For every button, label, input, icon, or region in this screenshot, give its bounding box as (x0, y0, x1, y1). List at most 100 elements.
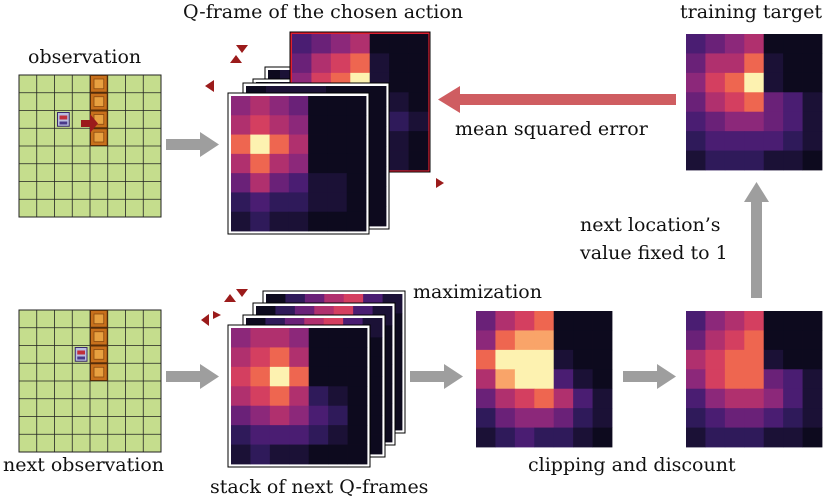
heat-cell (289, 328, 310, 348)
heat-cell (250, 425, 271, 445)
heat-cell (744, 369, 765, 390)
heat-cell (366, 186, 387, 207)
grid-worlds (18, 74, 162, 453)
heat-cell (495, 330, 516, 351)
heat-cell (288, 173, 309, 193)
heat-cell (724, 111, 745, 132)
heat-cell (346, 115, 367, 135)
heat-cell (250, 173, 270, 193)
heat-cell (495, 369, 516, 390)
heat-cell (592, 388, 613, 409)
heat-cell (802, 369, 823, 390)
next-observation-grid (18, 309, 162, 453)
heat-cell (308, 96, 328, 116)
heat-cell (514, 427, 535, 448)
heat-cell (744, 427, 765, 448)
heat-cell (389, 92, 409, 113)
action-arrows-bottom (201, 289, 248, 326)
flow-arrow-obs-to-q (166, 132, 219, 157)
heat-cell (308, 444, 329, 465)
label-training-target: training target (680, 1, 822, 23)
heat-cell (346, 134, 367, 155)
heat-cell (686, 72, 706, 93)
heat-cell (724, 34, 745, 54)
heat-cell (330, 34, 351, 54)
heat-cell (408, 150, 429, 171)
heat-cell (783, 349, 803, 370)
heat-cell (289, 405, 310, 426)
heat-cell (292, 34, 312, 54)
heat-cell (553, 427, 574, 448)
heat-cell (724, 388, 745, 409)
label-stack-next: stack of next Q-frames (210, 476, 429, 498)
heat-cell (250, 444, 271, 465)
flow-arrow-max-to-clip (623, 364, 676, 389)
heat-cell (308, 211, 328, 232)
heat-cell (783, 311, 803, 331)
heat-cell (573, 369, 593, 390)
heat-cell (802, 388, 823, 409)
heat-cell (250, 96, 270, 116)
heat-cell (288, 153, 309, 174)
heat-cell (783, 72, 803, 93)
heat-cell (269, 153, 290, 174)
clipped-heatmap (686, 311, 823, 448)
heat-cell (288, 134, 309, 155)
heat-cell (269, 211, 290, 232)
heat-cell (592, 427, 613, 448)
heat-cell (288, 211, 309, 232)
heat-cell (783, 388, 803, 409)
heat-cell (744, 92, 765, 113)
heat-cell (250, 115, 270, 135)
heat-cell (346, 211, 367, 232)
heat-cell (269, 328, 290, 348)
flow-arrow-nextobs-to-stack (166, 364, 219, 389)
heat-cell (231, 115, 251, 135)
heat-cell (724, 150, 745, 171)
heat-cell (347, 405, 368, 426)
maximization-heatmap (476, 311, 613, 448)
heat-cell (408, 53, 429, 74)
heat-cell (514, 388, 535, 409)
heat-cell (350, 34, 371, 54)
heat-cell (783, 34, 803, 54)
heat-cell (686, 150, 706, 171)
heat-cell (231, 173, 251, 193)
heat-cell (495, 408, 516, 428)
heat-cell (705, 53, 726, 74)
heat-cell (763, 150, 784, 171)
heat-cell (346, 173, 367, 193)
heat-cell (705, 150, 726, 171)
heat-cell (269, 366, 290, 387)
heat-cell (308, 405, 329, 426)
heat-cell (686, 34, 706, 54)
heat-cell (311, 53, 332, 74)
label-next-observation: next observation (3, 454, 164, 476)
heat-cell (783, 111, 803, 132)
observation-grid (18, 74, 162, 218)
heat-cell (495, 427, 516, 448)
heat-cell (328, 366, 348, 387)
heatmaps (227, 31, 823, 468)
heat-cell (553, 408, 574, 428)
heat-cell (289, 425, 310, 445)
heat-cell (369, 53, 390, 74)
heat-cell (250, 153, 270, 174)
heat-cell (802, 131, 823, 151)
heat-cell (327, 96, 348, 116)
heat-cell (686, 408, 706, 428)
heat-cell (366, 126, 387, 147)
heat-cell (250, 347, 271, 368)
heat-cell (347, 328, 368, 348)
heat-cell (802, 92, 823, 113)
heat-cell (250, 192, 270, 213)
heat-cell (269, 386, 290, 407)
heat-cell (686, 427, 706, 448)
heat-cell (802, 427, 823, 448)
heat-cell (231, 444, 251, 465)
heat-cell (495, 311, 516, 331)
heat-cell (328, 386, 348, 407)
heat-cell (269, 192, 290, 213)
heat-cell (534, 369, 555, 390)
heat-cell (328, 328, 348, 348)
